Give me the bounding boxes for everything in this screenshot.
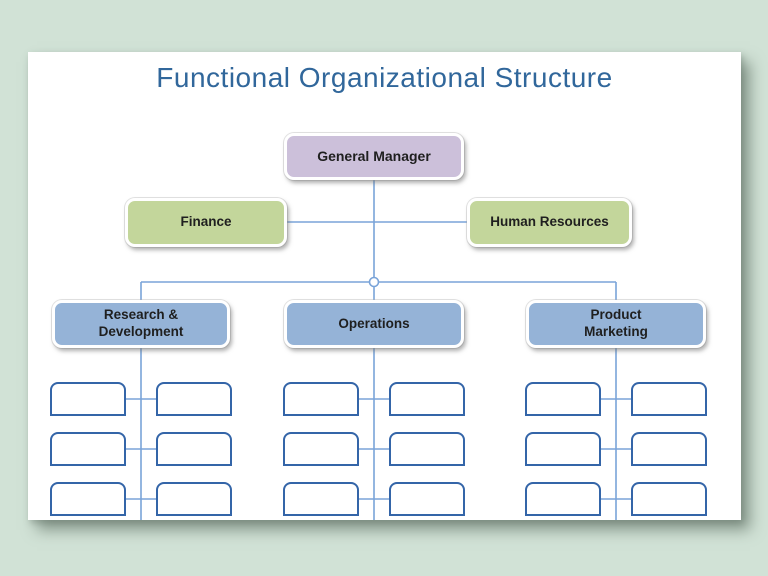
- empty-position-box: [156, 382, 232, 416]
- junction-circle: [368, 276, 380, 288]
- node-label: Finance: [180, 214, 232, 230]
- node-label: Research & Development: [98, 307, 184, 339]
- empty-position-box: [631, 432, 707, 466]
- node-label: Operations: [338, 315, 410, 331]
- empty-position-box: [525, 482, 601, 516]
- department-subordinates-group-marketing: [525, 382, 707, 516]
- empty-position-box: [389, 482, 465, 516]
- empty-position-box: [283, 382, 359, 416]
- slide: Functional Organizational Structure: [28, 52, 741, 520]
- node-product-marketing: Product Marketing: [526, 300, 706, 348]
- node-general-manager: General Manager: [284, 133, 464, 180]
- node-label: Human Resources: [490, 214, 609, 230]
- node-research-development: Research & Development: [52, 300, 230, 348]
- empty-position-box: [50, 482, 126, 516]
- empty-position-box: [525, 382, 601, 416]
- empty-position-box: [50, 432, 126, 466]
- node-operations: Operations: [284, 300, 464, 348]
- node-human-resources: Human Resources: [467, 198, 632, 247]
- empty-position-box: [156, 482, 232, 516]
- empty-position-box: [389, 382, 465, 416]
- empty-position-box: [525, 432, 601, 466]
- node-label: Product Marketing: [584, 307, 648, 339]
- empty-position-box: [631, 482, 707, 516]
- empty-position-box: [156, 432, 232, 466]
- node-label: General Manager: [317, 147, 431, 164]
- department-subordinates-group-operations: [283, 382, 465, 516]
- empty-position-box: [283, 432, 359, 466]
- connector-lines: [126, 180, 631, 520]
- empty-position-box: [389, 432, 465, 466]
- empty-position-box: [283, 482, 359, 516]
- department-subordinates-group-research: [50, 382, 232, 516]
- empty-position-box: [50, 382, 126, 416]
- page-title: Functional Organizational Structure: [156, 62, 613, 93]
- node-finance: Finance: [125, 198, 287, 247]
- empty-position-box: [631, 382, 707, 416]
